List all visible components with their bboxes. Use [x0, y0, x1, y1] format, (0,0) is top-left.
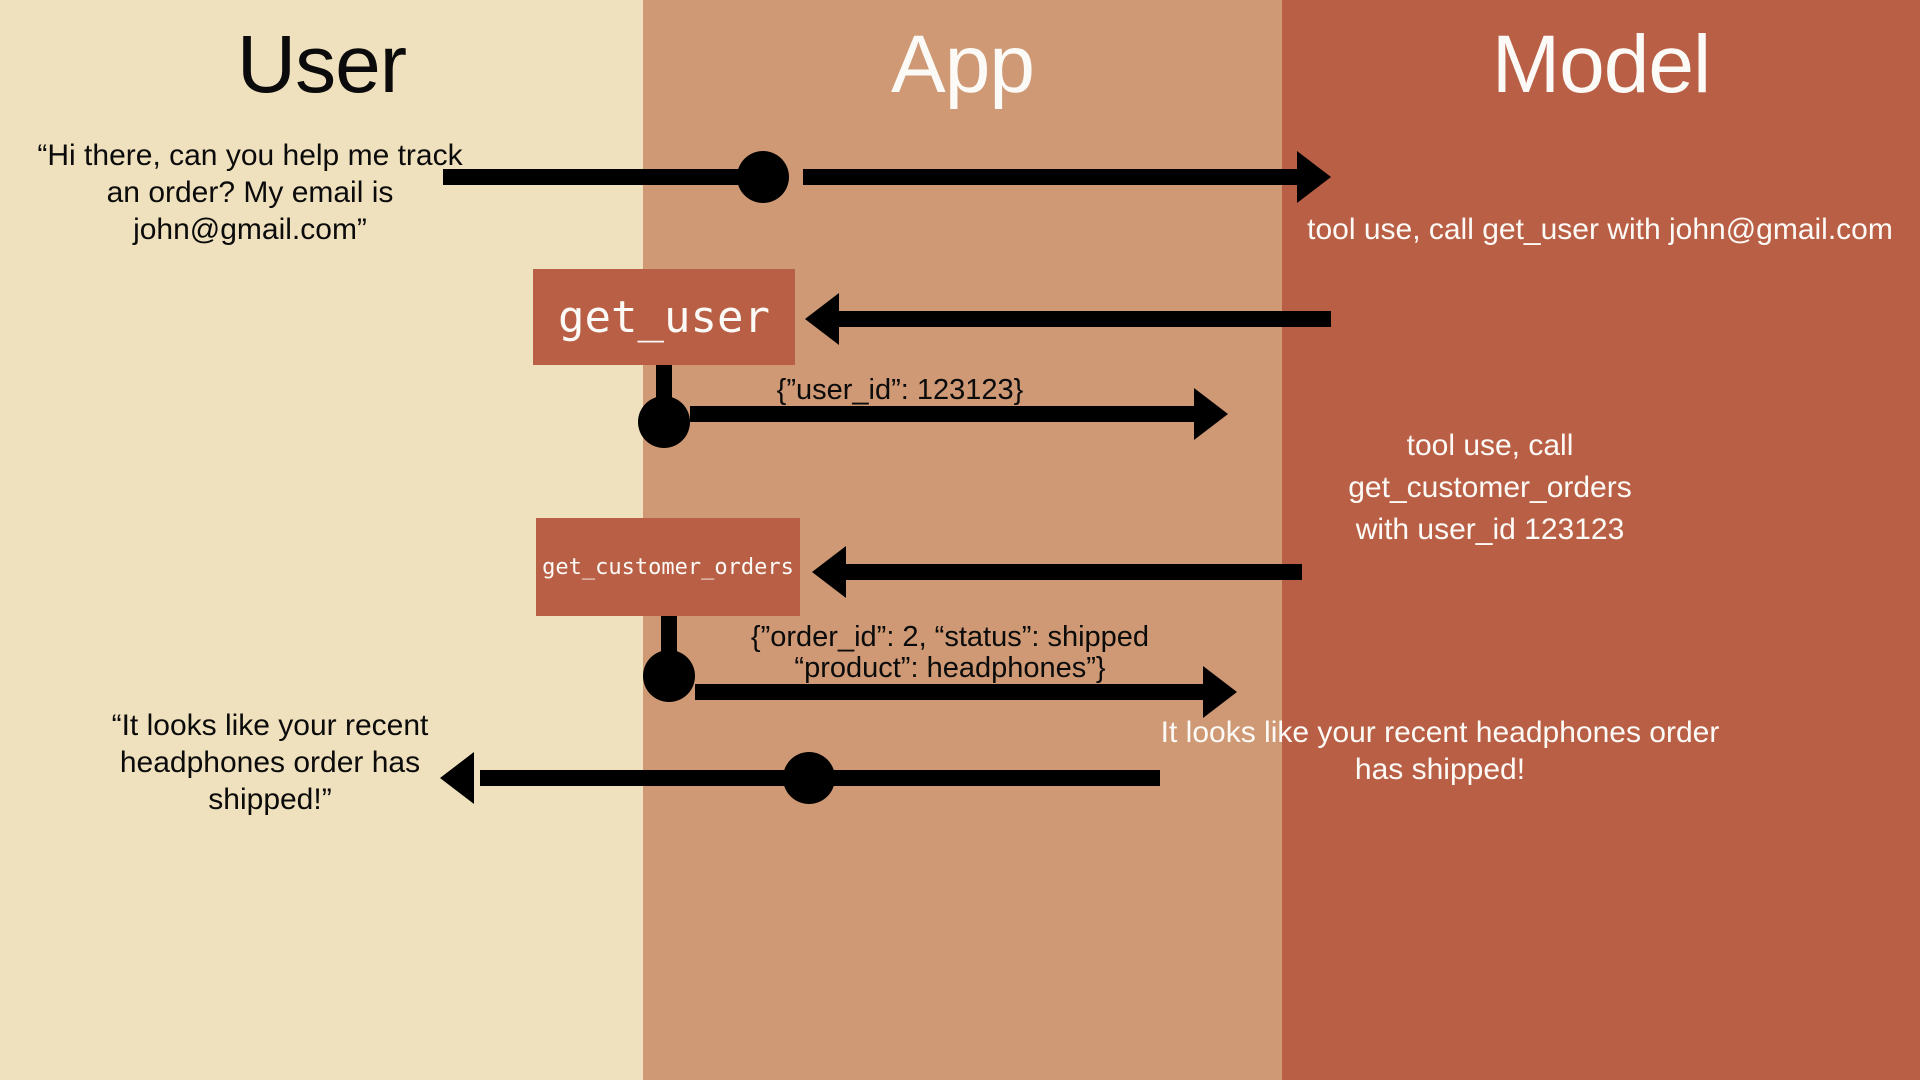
arrow-app-to-model-3-line [695, 684, 1210, 700]
arrow-app-to-user-final-head [440, 752, 474, 804]
arrow-model-to-getorders-head [812, 546, 846, 598]
message-tool-result-2-line1: {”order_id”: 2, “status”: shipped [750, 621, 1150, 653]
arrow-app-to-model-2-line [690, 406, 1200, 422]
arrow-app-to-model-3-head [1203, 666, 1237, 718]
lane-header-user: User [236, 19, 407, 110]
arrow-model-to-getorders-line [845, 564, 1302, 580]
lifeline-dot-1 [737, 151, 789, 203]
lifeline-dot-4 [783, 752, 835, 804]
arrow-model-to-getuser-line [838, 311, 1331, 327]
arrow-model-to-getuser-head [805, 293, 839, 345]
lane-model [1282, 0, 1920, 1080]
arrow-app-to-model-2-head [1194, 388, 1228, 440]
lifeline-dot-3 [643, 650, 695, 702]
lane-header-app: App [891, 19, 1035, 110]
arrow-app-to-user-final-line [480, 770, 790, 786]
lifeline-dot-2 [638, 396, 690, 448]
arrow-app-to-model-head [1297, 151, 1331, 203]
lane-header-model: Model [1491, 19, 1711, 110]
message-model-tool-call-2-line1: tool use, call [1406, 429, 1574, 462]
arrow-model-to-app-final-line [825, 770, 1160, 786]
message-model-tool-call-2-line3: with user_id 123123 [1355, 513, 1625, 546]
arrow-user-to-app-line [443, 169, 773, 185]
message-tool-result-2-line2: “product”: headphones”} [794, 652, 1106, 684]
message-user-final-answer: “It looks like your recent headphones or… [111, 709, 429, 816]
message-model-tool-call-1: tool use, call get_user with john@gmail.… [1307, 213, 1893, 246]
arrow-app-to-model-line [803, 169, 1303, 185]
message-user-request: “Hi there, can you help me track an orde… [37, 139, 463, 246]
tool-box-get-user[interactable]: get_user [533, 269, 795, 365]
message-model-final-answer: It looks like your recent headphones ord… [1160, 716, 1720, 786]
tool-box-get-customer-orders[interactable]: get_customer_orders [536, 518, 800, 616]
message-tool-result-1: {”user_id”: 123123} [776, 374, 1024, 406]
message-model-tool-call-2-line2: get_customer_orders [1348, 471, 1632, 504]
